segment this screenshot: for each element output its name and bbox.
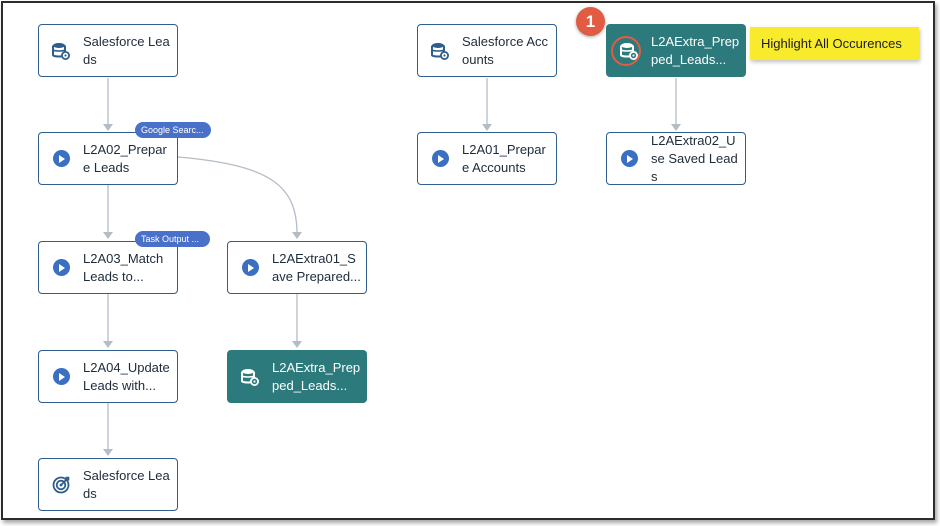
target-icon (51, 475, 71, 495)
node-l2aextra01-save-prepared[interactable]: L2AExtra01_Save Prepared... (227, 241, 367, 294)
node-label: L2AExtra01_Save Prepared... (272, 250, 361, 284)
badge-google-search[interactable]: Google Searc... (135, 122, 211, 138)
node-label: L2A01_Prepare Accounts (462, 141, 546, 175)
node-l2a04-update-leads[interactable]: L2A04_Update Leads with... (38, 350, 178, 403)
node-label: Salesforce Leads (83, 33, 170, 67)
node-label: Salesforce Accounts (462, 33, 548, 67)
highlight-all-occurences-tooltip[interactable]: Highlight All Occurences (750, 27, 919, 60)
node-l2aextra-prepped-leads-dataset[interactable]: L2AExtra_Prepped_Leads... (227, 350, 367, 403)
play-icon (51, 149, 71, 169)
play-icon (51, 258, 71, 278)
badge-task-output[interactable]: Task Output ... (135, 231, 210, 247)
node-label: L2A02_Prepare Leads (83, 141, 167, 175)
node-label: L2A04_Update Leads with... (83, 359, 170, 393)
node-l2a03-match-leads[interactable]: L2A03_Match Leads to... (38, 241, 178, 294)
play-icon (240, 258, 260, 278)
database-gear-icon (240, 367, 260, 387)
node-label: L2A03_Match Leads to... (83, 250, 164, 284)
node-salesforce-leads-source[interactable]: Salesforce Leads (38, 24, 178, 77)
play-icon (619, 149, 639, 169)
node-l2a01-prepare-accounts[interactable]: L2A01_Prepare Accounts (417, 132, 557, 185)
highlight-ring (611, 36, 641, 66)
node-label: L2AExtra_Prepped_Leads... (272, 359, 361, 393)
node-l2aextra02-use-saved-leads[interactable]: L2AExtra02_Use Saved Leads (606, 132, 746, 185)
database-gear-icon (51, 41, 71, 61)
step-marker: 1 (576, 7, 605, 36)
node-salesforce-accounts-source[interactable]: Salesforce Accounts (417, 24, 557, 77)
node-label: Salesforce Leads (83, 467, 170, 501)
node-label: L2AExtra_Prepped_Leads... (651, 33, 740, 67)
node-salesforce-leads-target[interactable]: Salesforce Leads (38, 458, 178, 511)
node-l2a02-prepare-leads[interactable]: L2A02_Prepare Leads (38, 132, 178, 185)
database-gear-icon (430, 41, 450, 61)
play-icon (430, 149, 450, 169)
play-icon (51, 367, 71, 387)
node-label: L2AExtra02_Use Saved Leads (651, 132, 738, 184)
